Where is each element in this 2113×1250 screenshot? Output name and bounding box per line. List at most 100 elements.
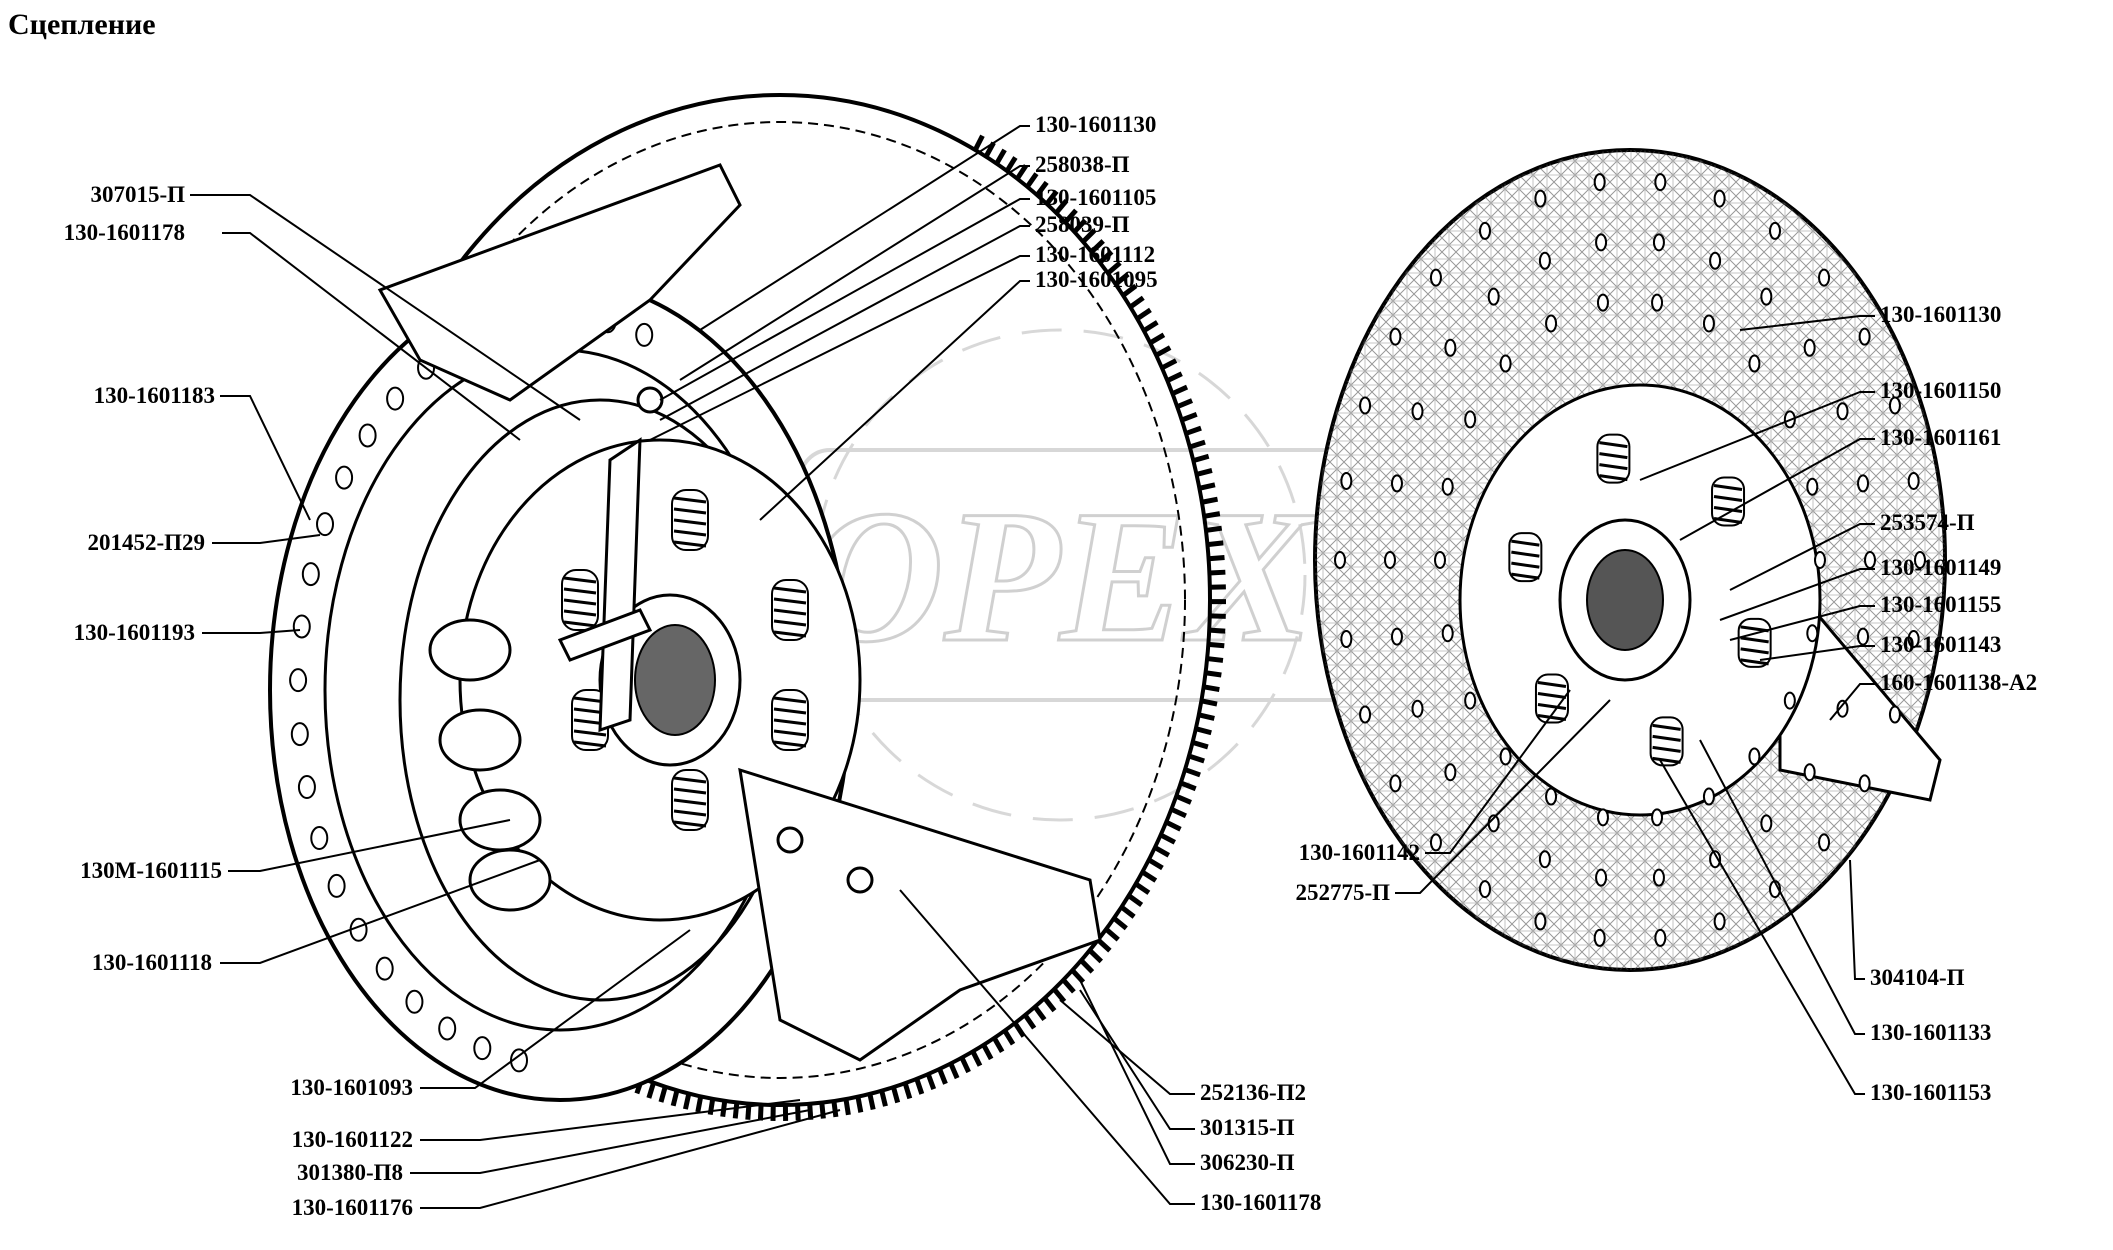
rivet-hole xyxy=(1431,270,1441,286)
gear-tooth xyxy=(1199,715,1215,719)
gear-tooth xyxy=(685,1094,688,1110)
rivet-hole xyxy=(1595,174,1605,190)
rivet-hole xyxy=(1412,403,1422,419)
bolt-hole xyxy=(406,991,422,1013)
gear-tooth xyxy=(735,1102,737,1118)
rivet-hole xyxy=(1596,234,1606,250)
gear-tooth xyxy=(661,1087,665,1102)
rivet-hole xyxy=(1865,552,1875,568)
rivet-hole xyxy=(1807,479,1817,495)
part-number-label: 130-1601122 xyxy=(292,1127,413,1152)
gear-tooth xyxy=(1063,980,1074,992)
gear-tooth xyxy=(1193,456,1208,460)
gear-tooth xyxy=(1114,918,1126,928)
rivet-hole xyxy=(1390,329,1400,345)
part-number-label: 307015-П xyxy=(90,182,185,207)
rivet-hole xyxy=(1595,930,1605,946)
gear-tooth xyxy=(1199,485,1215,489)
part-number-label: 130-1601093 xyxy=(290,1075,413,1100)
leader-line xyxy=(1060,1000,1195,1094)
gear-tooth xyxy=(1155,847,1169,855)
part-number-label: 130-1601130 xyxy=(1035,112,1156,137)
gear-tooth xyxy=(1207,543,1223,545)
rivet-hole xyxy=(1540,253,1550,269)
gear-tooth xyxy=(870,1094,873,1110)
gear-tooth xyxy=(1186,428,1201,433)
gear-tooth xyxy=(975,136,982,150)
gear-tooth xyxy=(1193,742,1208,747)
part-number-label: 130-1601143 xyxy=(1880,632,2001,657)
rivet-hole xyxy=(1655,174,1665,190)
rivet-hole xyxy=(1805,764,1815,780)
part-number-label: 130-1601178 xyxy=(1200,1190,1321,1215)
gear-tooth xyxy=(882,1091,886,1107)
gear-tooth xyxy=(917,1079,922,1094)
part-number-label: 252775-П xyxy=(1295,880,1390,905)
bolt-hole xyxy=(360,424,376,446)
rivet-hole xyxy=(1480,881,1490,897)
gear-tooth xyxy=(1167,374,1181,381)
gear-tooth xyxy=(951,1063,957,1078)
part-number-label: 304104-П xyxy=(1870,965,1965,990)
disc-spring xyxy=(1651,717,1683,765)
gear-tooth xyxy=(1136,884,1149,893)
rivet-hole xyxy=(1761,815,1771,831)
leader-line xyxy=(1080,980,1195,1164)
gear-tooth xyxy=(673,1090,677,1106)
gear-tooth xyxy=(1202,499,1218,502)
rivet-hole xyxy=(1445,764,1455,780)
bolt-hole xyxy=(377,958,393,980)
gear-tooth xyxy=(1210,616,1226,617)
rivet-hole xyxy=(1805,340,1815,356)
gear-tooth xyxy=(1207,659,1223,661)
rivet-hole xyxy=(1335,552,1345,568)
rivet-hole xyxy=(1652,295,1662,311)
gear-tooth xyxy=(928,1074,934,1089)
gear-tooth xyxy=(1201,701,1217,704)
rivet-hole xyxy=(1443,479,1453,495)
rivet-hole xyxy=(1540,851,1550,867)
leader-line xyxy=(1850,860,1865,979)
rivet-hole xyxy=(1546,315,1556,331)
part-number-label: 130-1601150 xyxy=(1880,378,2001,403)
gear-tooth xyxy=(822,1103,824,1119)
gear-tooth xyxy=(1182,414,1197,420)
rivet-hole xyxy=(1909,473,1919,489)
gear-tooth xyxy=(997,150,1005,164)
gear-tooth xyxy=(940,1069,946,1084)
part-number-label: 130-1601178 xyxy=(64,220,185,245)
gear-tooth xyxy=(1072,970,1083,982)
gear-tooth xyxy=(1206,673,1222,675)
gear-tooth xyxy=(1172,387,1187,394)
rivet-hole xyxy=(1704,789,1714,805)
leader-line xyxy=(1080,990,1195,1129)
gear-tooth xyxy=(1209,557,1225,558)
gear-tooth xyxy=(1185,770,1200,775)
rivet-hole xyxy=(1815,552,1825,568)
rivet-hole xyxy=(1443,625,1453,641)
rivet-hole xyxy=(1710,253,1720,269)
gear-tooth xyxy=(649,1083,654,1098)
part-number-label: 130-1601105 xyxy=(1035,185,1156,210)
part-number-label: 130-1601183 xyxy=(94,383,215,408)
gear-tooth xyxy=(698,1096,701,1112)
part-number-label: 130-1601118 xyxy=(92,950,212,975)
gear-tooth xyxy=(1144,322,1158,331)
rivet-hole xyxy=(1390,775,1400,791)
part-number-label: 160-1601138-А2 xyxy=(1880,670,2037,695)
rivet-hole xyxy=(1819,834,1829,850)
gear-tooth xyxy=(1045,998,1055,1011)
part-number-label: 253574-П xyxy=(1880,510,1975,535)
rivet-hole xyxy=(1535,191,1545,207)
gear-tooth xyxy=(1190,442,1205,447)
rivet-hole xyxy=(1860,329,1870,345)
rivet-hole xyxy=(1715,191,1725,207)
rivet-hole xyxy=(1761,289,1771,305)
part-number-label: 130-1601149 xyxy=(1880,555,2001,580)
gear-tooth xyxy=(1106,929,1118,939)
part-number-label: 130-1601095 xyxy=(1035,267,1158,292)
pressure-spring xyxy=(460,790,540,850)
part-number-label: 130-1601153 xyxy=(1870,1080,1991,1105)
rivet-hole xyxy=(1360,397,1370,413)
